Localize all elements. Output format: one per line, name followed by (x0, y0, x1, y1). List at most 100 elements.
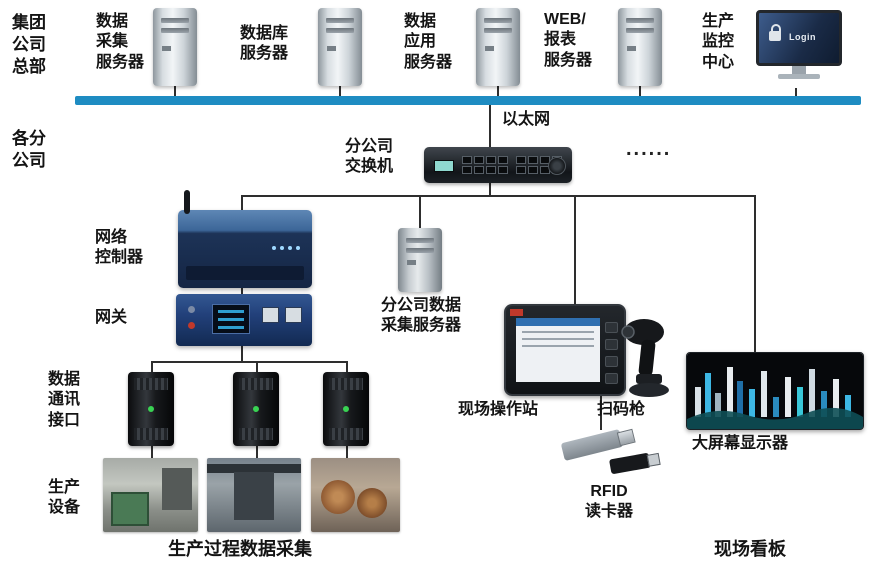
station-buttons (605, 322, 618, 384)
application-server-label: 数据 应用 服务器 (404, 13, 453, 71)
screen-content-line (522, 338, 594, 340)
big-screen-label: 大屏幕显示器 (692, 435, 789, 452)
screen-content-line (522, 331, 594, 333)
gateway-power-led (188, 322, 195, 329)
equipment-photo (103, 458, 198, 532)
web-report-server-label: WEB/ 报表 服务器 (544, 11, 593, 69)
connector-line (419, 195, 421, 228)
gateway-icon (176, 294, 312, 346)
data-collection-server-label: 数据 采集 服务器 (96, 13, 145, 71)
monitoring-center-label: 生产 监控 中心 (702, 13, 735, 71)
server-badge (407, 260, 416, 265)
status-led (343, 406, 349, 412)
equipment-label: 生产 设备 (48, 479, 81, 517)
data-collection-server-icon (153, 8, 197, 86)
big-screen-icon (686, 352, 864, 430)
server-vent (626, 28, 654, 33)
screen-titlebar (516, 318, 600, 326)
connector-line (639, 86, 641, 96)
server-vent (484, 28, 512, 33)
monitor-base (778, 74, 820, 79)
branch-switch-icon (424, 147, 572, 183)
status-led (148, 406, 154, 412)
server-badge (327, 46, 336, 51)
connector-line (241, 195, 756, 197)
comm-interface-icon (128, 372, 174, 446)
status-led (253, 406, 259, 412)
server-vent (161, 28, 189, 33)
server-vent (406, 238, 434, 243)
connector-line (174, 86, 176, 96)
coil-shape (321, 480, 355, 514)
connector-line (497, 86, 499, 96)
usb-stick (560, 429, 624, 461)
connector-line (574, 195, 576, 304)
barcode-scanner-icon (621, 319, 669, 397)
beam-shape (207, 464, 301, 473)
screen-content-line (522, 345, 594, 347)
server-vent (161, 18, 189, 23)
connector-line (339, 86, 341, 96)
gateway-button (188, 306, 195, 313)
coil-shape (357, 488, 387, 518)
scanner-label: 扫码枪 (597, 401, 646, 418)
kanban-caption: 现场看板 (714, 539, 786, 559)
dashboard-graphic (687, 353, 863, 429)
ethernet-backbone-bar (75, 96, 861, 105)
rfid-reader-icon (560, 428, 660, 482)
switch-ports (462, 156, 508, 174)
monitor-stand (792, 66, 806, 74)
lock-icon (769, 24, 781, 41)
process-caption: 生产过程数据采集 (168, 539, 312, 559)
more-branches-ellipsis: ...... (626, 138, 672, 160)
connector-line (489, 105, 491, 147)
server-vent (484, 18, 512, 23)
operator-station-label: 现场操作站 (458, 401, 539, 418)
station-logo (510, 309, 523, 316)
server-vent (626, 18, 654, 23)
web-report-server-icon (618, 8, 662, 86)
rfid-reader-label: RFID 读卡器 (584, 483, 633, 521)
server-vent (326, 28, 354, 33)
press-shape (234, 472, 274, 520)
hq-region-label: 集团 公司 总部 (12, 13, 46, 76)
connector-line (256, 361, 258, 373)
gateway-label: 网关 (95, 309, 128, 326)
connector-line (241, 288, 243, 296)
status-leds (272, 246, 300, 250)
connector-line (241, 346, 243, 363)
branch-data-server-icon (398, 228, 442, 292)
crate-shape (111, 492, 149, 526)
equipment-photo (311, 458, 400, 532)
database-server-icon (318, 8, 362, 86)
equipment-photo (207, 458, 301, 532)
ethernet-label: 以太网 (502, 111, 551, 128)
gateway-lcd (212, 304, 250, 334)
server-vent (326, 18, 354, 23)
connector-line (489, 183, 491, 197)
comm-interface-icon (233, 372, 279, 446)
branch-switch-label: 分公司 交换机 (344, 138, 393, 176)
application-server-icon (476, 8, 520, 86)
branch-region-label: 各分 公司 (12, 129, 46, 170)
connector-line (241, 195, 243, 212)
comm-interface-label: 数据 通讯 接口 (48, 371, 81, 429)
monitor-screen: Login (756, 10, 842, 66)
server-badge (162, 46, 171, 51)
controller-panel (186, 266, 304, 280)
server-badge (627, 46, 636, 51)
connector-line (151, 446, 153, 459)
station-screen (516, 318, 600, 382)
connector-line (346, 446, 348, 459)
monitoring-center-icon: Login (756, 10, 842, 79)
antenna-icon (184, 190, 190, 214)
network-controller-label: 网络 控制器 (95, 229, 144, 267)
connector-line (151, 361, 348, 363)
server-vent (406, 248, 434, 253)
connector-line (600, 392, 602, 430)
switch-lcd (434, 160, 454, 172)
connector-line (754, 195, 756, 352)
login-text: Login (789, 32, 816, 42)
connector-line (256, 446, 258, 459)
